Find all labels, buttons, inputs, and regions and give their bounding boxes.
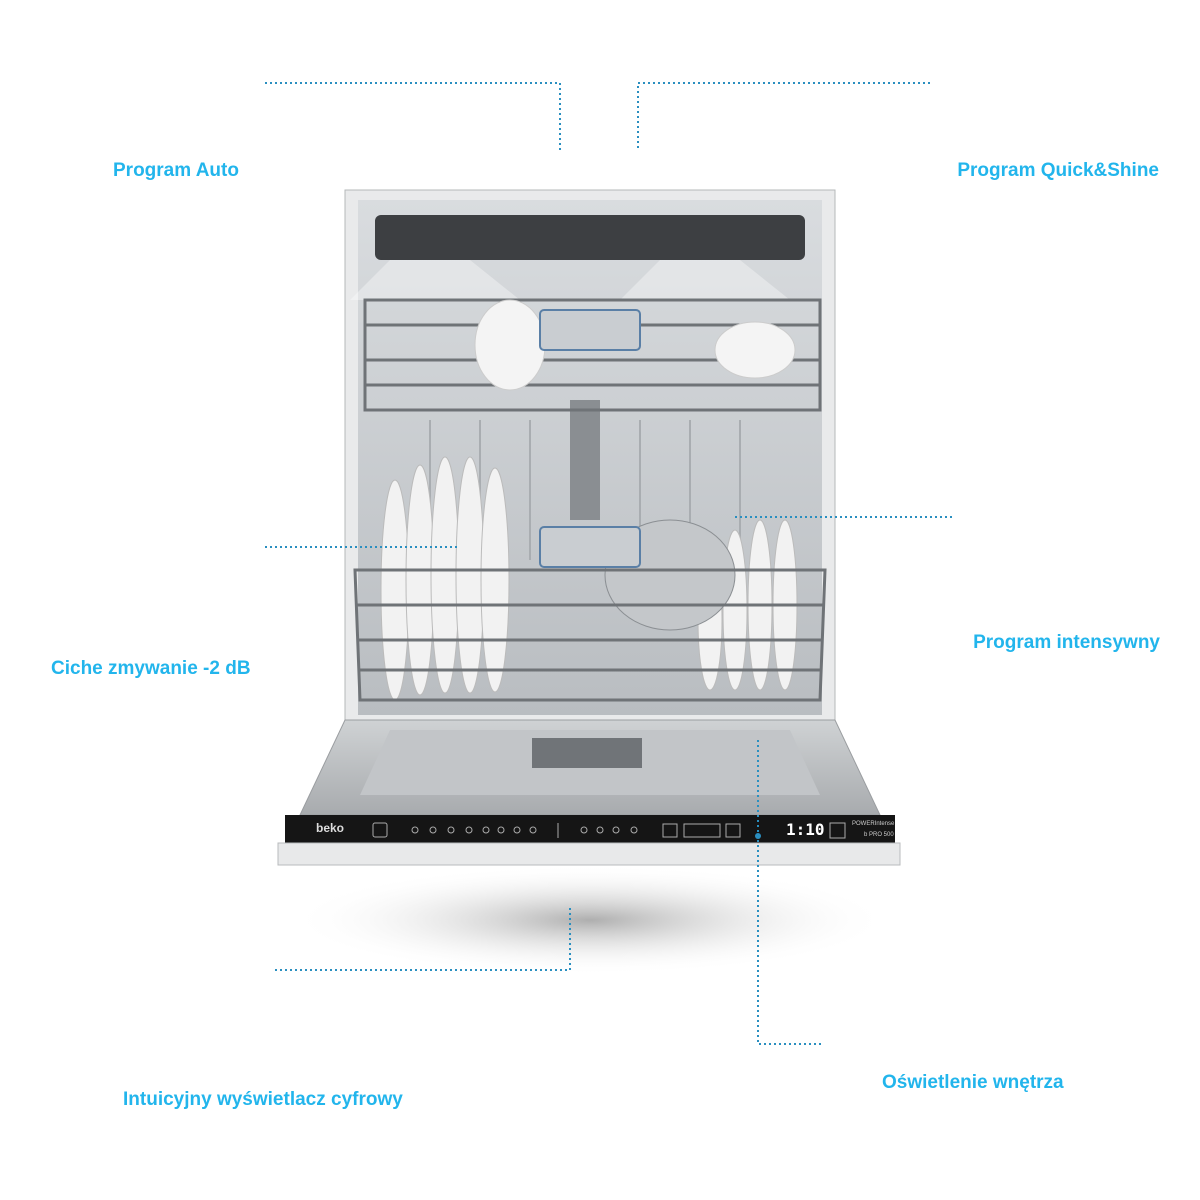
water-pipe bbox=[570, 400, 600, 520]
model-logo: b PRO 500 bbox=[864, 832, 894, 838]
panel-buttons bbox=[372, 822, 846, 839]
series-logo: POWERIntense bbox=[852, 821, 895, 827]
leader-lines bbox=[265, 82, 953, 1045]
feature-program-auto: Program Auto bbox=[113, 160, 239, 181]
shadow bbox=[290, 865, 890, 975]
feature-quiet-wash: Ciche zmywanie -2 dB bbox=[51, 658, 251, 679]
light-beam bbox=[350, 260, 520, 300]
feature-program-quick-shine: Program Quick&Shine bbox=[957, 160, 1159, 181]
detergent-dispenser bbox=[532, 738, 642, 768]
upper-spray-arm-cover bbox=[539, 309, 641, 351]
display-time: 1:10 bbox=[786, 820, 825, 839]
lower-rack bbox=[353, 568, 827, 702]
light-beam bbox=[620, 260, 790, 300]
door-front bbox=[277, 842, 901, 866]
lower-spray-arm-cover bbox=[539, 526, 641, 568]
bowl bbox=[714, 321, 796, 379]
leader-dot bbox=[755, 833, 761, 839]
bowl bbox=[474, 299, 546, 391]
feature-program-intensive: Program intensywny bbox=[973, 632, 1160, 653]
top-spray-unit bbox=[375, 215, 805, 260]
brand-logo: beko bbox=[316, 821, 345, 835]
feature-interior-lighting: Oświetlenie wnętrza bbox=[882, 1072, 1064, 1093]
feature-digital-display: Intuicyjny wyświetlacz cyfrowy bbox=[123, 1089, 403, 1110]
